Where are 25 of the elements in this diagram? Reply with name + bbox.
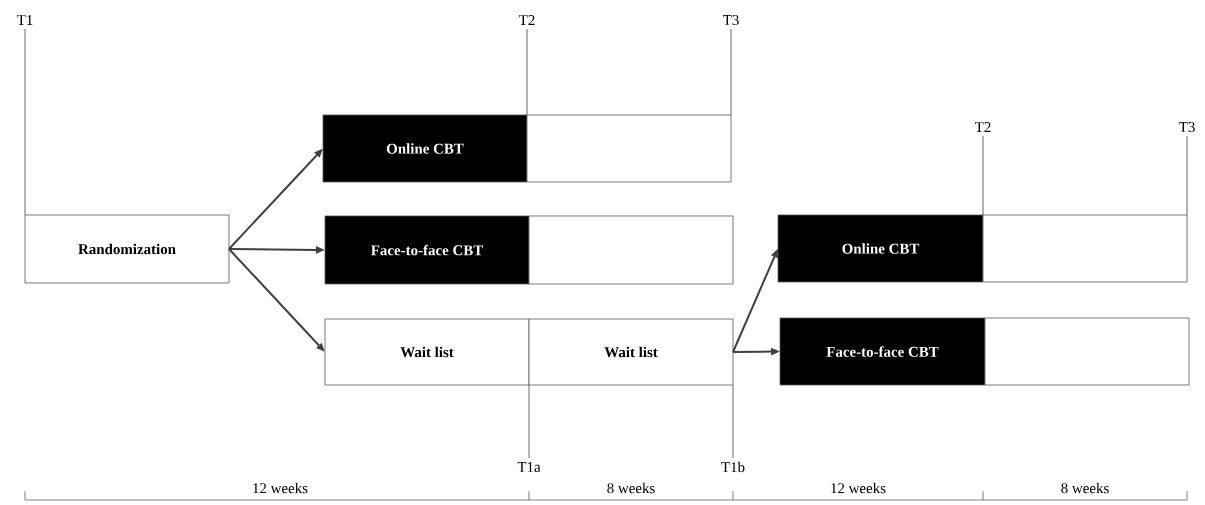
timepoint-label: T2	[518, 15, 535, 25]
treatment-box: Online CBT	[777, 214, 984, 283]
duration-label: 8 weeks	[607, 482, 655, 494]
duration-label: 12 weeks	[831, 482, 886, 494]
timepoint-label: T3	[1179, 122, 1195, 132]
timepoint-label: T1	[16, 15, 33, 25]
timepoint-label: T3	[722, 15, 739, 25]
timepoint-line	[24, 28, 26, 216]
timepoint-line	[982, 135, 984, 216]
timepoint-line	[730, 28, 732, 116]
timepoint-label: T2	[975, 122, 991, 132]
timepoint-label: T1b	[721, 461, 745, 473]
treatment-box: Online CBT	[322, 114, 528, 183]
timepoint-line	[732, 384, 734, 459]
timepoint-label: T1a	[517, 462, 541, 472]
process-box: Wait list	[528, 318, 734, 386]
process-box: Wait list	[324, 318, 530, 386]
treatment-box: Face-to-face CBT	[779, 317, 986, 386]
timepoint-line	[1186, 135, 1188, 216]
duration-label: 8 weeks	[1061, 482, 1109, 494]
timepoint-line	[528, 384, 530, 459]
treatment-box: Face-to-face CBT	[324, 215, 530, 285]
process-box: Randomization	[24, 214, 230, 284]
timepoint-line	[526, 28, 528, 116]
duration-label: 12 weeks	[253, 482, 308, 494]
